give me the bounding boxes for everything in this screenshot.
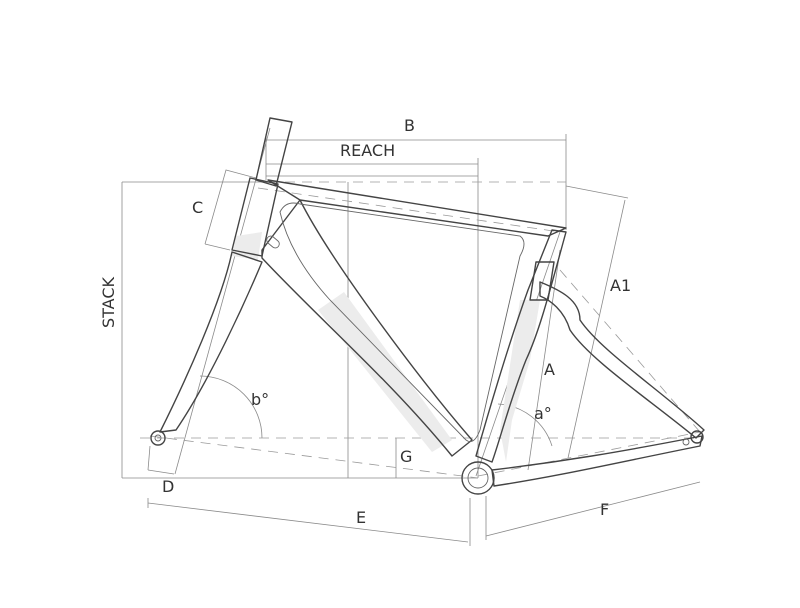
dimension-labels: B REACH C STACK A1 A a° b° G D E F	[99, 116, 631, 527]
label-reach: REACH	[340, 141, 395, 160]
label-e: E	[356, 508, 366, 527]
label-b: B	[404, 116, 415, 135]
label-f: F	[600, 500, 609, 519]
label-c: C	[192, 198, 203, 217]
bike-frame	[150, 117, 705, 495]
dimension-lines	[121, 127, 701, 546]
label-a-angle: a°	[534, 404, 552, 423]
label-a1: A1	[610, 276, 631, 295]
label-b-angle: b°	[251, 390, 269, 409]
label-g: G	[400, 447, 412, 466]
label-stack: STACK	[99, 276, 118, 328]
label-d: D	[162, 477, 174, 496]
label-a: A	[544, 360, 555, 379]
dashed-reference-lines	[140, 181, 701, 479]
